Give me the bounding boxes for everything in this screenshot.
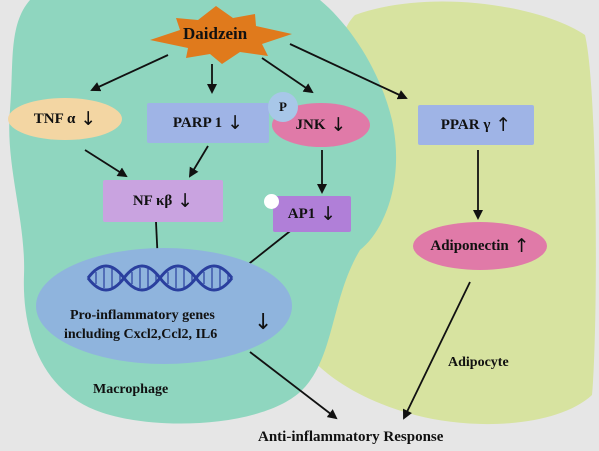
dna-helix-icon <box>86 264 234 292</box>
down-arrow-icon: ↓ <box>320 203 337 225</box>
arrow-tnf-to-nfkb <box>84 149 128 178</box>
ap1-label: AP1 <box>287 205 316 222</box>
macrophage-label: Macrophage <box>93 382 169 397</box>
genes-line2: including Cxcl2,Ccl2, IL6 <box>64 327 218 342</box>
arrow-daidzein-to-tnf <box>90 54 169 92</box>
arrow-adiponectin-to-response <box>402 281 471 420</box>
arrow-daidzein-to-ppar <box>289 43 408 100</box>
up-arrow-icon: ↑ <box>495 114 512 136</box>
parp1-node: PARP 1 ↓ <box>147 103 269 143</box>
adiponectin-node: Adiponectin ↑ <box>413 222 547 270</box>
ppar-gamma-label: PPAR γ <box>440 116 491 133</box>
nfkb-node: NF κβ ↓ <box>103 180 223 222</box>
jnk-label: JNK <box>295 116 326 133</box>
tnf-alpha-label: TNF α <box>33 110 76 127</box>
down-arrow-icon: ↓ <box>80 108 97 130</box>
phosphorylation-marker: P <box>268 92 298 122</box>
ppar-gamma-node: PPAR γ ↑ <box>418 105 534 145</box>
arrow-daidzein-to-jnk <box>261 57 314 94</box>
nfkb-label: NF κβ <box>132 192 173 209</box>
daidzein-label: Daidzein <box>183 24 248 43</box>
parp1-label: PARP 1 <box>172 114 223 131</box>
jnk-node: JNK ↓ <box>272 103 370 147</box>
adipocyte-label: Adipocyte <box>448 355 509 370</box>
up-arrow-icon: ↑ <box>513 235 530 257</box>
genes-line1: Pro-inflammatory genes <box>70 308 215 323</box>
down-arrow-icon: ↓ <box>227 112 244 134</box>
adiponectin-label: Adiponectin <box>430 237 509 254</box>
arrow-parp1-to-nfkb <box>188 145 209 178</box>
phospho-label: P <box>279 99 287 114</box>
genes-ellipse <box>36 248 292 364</box>
down-arrow-icon: ↓ <box>254 310 273 335</box>
ap1-marker-dot <box>264 194 279 209</box>
ap1-node: AP1 ↓ <box>273 196 351 232</box>
down-arrow-icon: ↓ <box>177 190 194 212</box>
down-arrow-icon: ↓ <box>330 114 347 136</box>
tnf-alpha-node: TNF α ↓ <box>8 98 122 140</box>
daidzein-starburst <box>150 6 292 64</box>
anti-inflammatory-response-label: Anti-inflammatory Response <box>258 429 444 445</box>
arrow-genes-to-response <box>249 351 338 420</box>
